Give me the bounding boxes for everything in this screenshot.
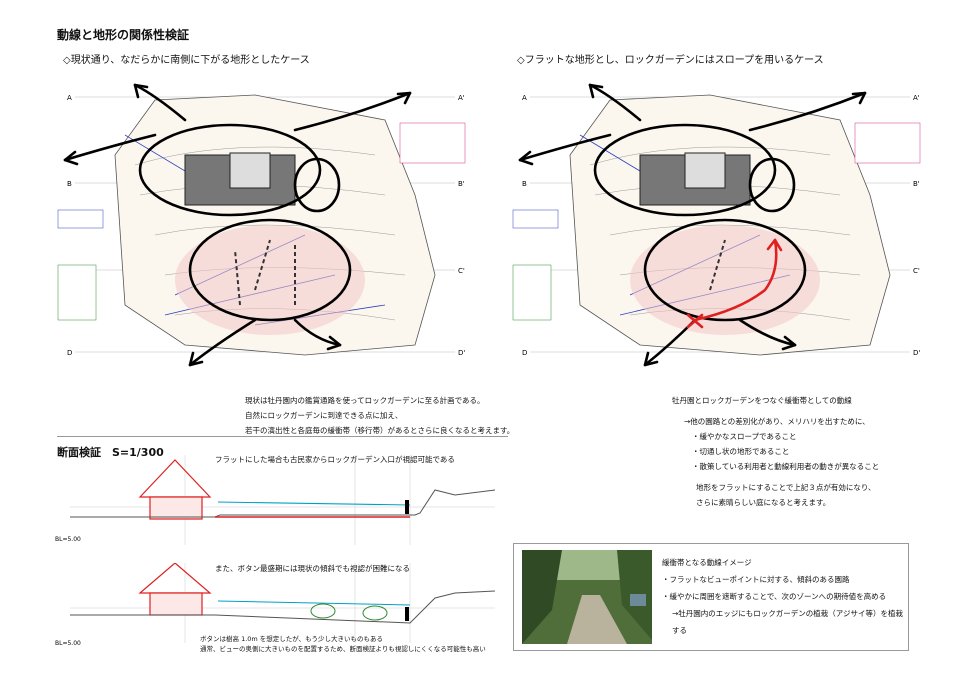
grid-label-d-prime: D' [913,349,920,357]
section-grid [70,455,495,545]
image-panel-text: 緩衝帯となる動線イメージ ・フラットなビューポイントに対する、傾斜のある園路 ・… [662,554,908,639]
dashed-routes [709,239,726,291]
circulation-loops [593,123,807,322]
legend-box-green [57,264,97,321]
dashed-routes [234,239,296,306]
right-note-line: ・散策している利用者と動線利用者の動きが異なること [692,462,880,471]
section-bottom-note-line: ボタンは樹高 1.0m を想定したが、もう少し大きいものもある [200,635,383,643]
circulation-arrows [63,83,412,367]
legend-box-left [512,209,559,229]
section-heading: 断面検証 S=1/300 [57,446,164,459]
right-note-line: →他の園路との差別化があり、メリハリを出すために、 [684,417,870,426]
image-panel-line: →牡丹園内のエッジにもロックガーデンの植栽（アジサイ等）を植栽する [672,609,903,635]
left-note-line: 自然にロックガーデンに到達できる点に加え、 [245,411,403,420]
house-body [149,592,203,616]
left-note: 現状は牡丹園内の鑑賞通路を使ってロックガーデンに至る計画である。 自然にロックガ… [245,393,514,438]
pink-zone [175,225,365,335]
section-divider [57,436,508,437]
person-figure [405,500,409,514]
section-bottom-note-line: 通常、ビューの奥側に大きいものを配置するため、断面検証よりも視認しにくくなる可能… [200,645,486,653]
image-panel: 緩衝帯となる動線イメージ ・フラットなビューポイントに対する、傾斜のある園路 ・… [513,543,909,651]
right-note-line: ・切通し状の地形であること [692,447,790,456]
legend-box-green [512,264,552,321]
right-case-heading: ◇フラットな地形とし、ロックガーデンにはスロープを用いるケース [517,55,824,66]
page-title: 動線と地形の関係性検証 [57,28,190,42]
grid-label-d: D [67,349,72,357]
sight-line [217,600,411,606]
grid-label-d-prime: D' [458,349,465,357]
garden-path-photo [522,550,652,644]
section-caption-2: また、ボタン最盛期には現状の傾斜でも視認が困難になる [215,564,410,573]
person-figure [405,607,409,621]
bl-label: BL=5.00 [55,536,81,543]
house-body [149,496,203,520]
building-roof [229,152,271,189]
legend-box-magenta [399,122,466,164]
circulation-loops [138,123,352,322]
grid-label-a-prime: A' [458,94,465,102]
grid-label-c-prime: C' [913,267,920,275]
ground-line [70,590,496,624]
pink-zone [630,225,820,335]
right-note: 牡丹園とロックガーデンをつなぐ緩衝帯としての動線 →他の園路との差別化があり、メ… [672,393,879,510]
image-panel-line: ・フラットなビューポイントに対する、傾斜のある園路 [662,575,850,584]
section-grid [70,563,495,643]
right-note-line: ・緩やかなスロープであること [692,432,797,441]
grid-label-b-prime: B' [913,180,920,188]
right-note-line: 地形をフラットにすることで上記３点が有効になり、 [696,483,876,492]
house-roof [138,459,212,498]
section-drawing-2: BL=5.00 [55,563,496,647]
grid-label-a: A [522,94,527,102]
section-drawing-1: BL=5.00 [55,455,496,545]
left-note-line: 若干の演出性と各庭毎の緩衝帯（移行帯）があるとさらに良くなると考えます。 [245,426,515,435]
section-caption-1: フラットにした場合も古民家からロックガーデン入口が視認可能である [215,455,455,464]
image-panel-title: 緩衝帯となる動線イメージ [662,558,752,567]
red-slope-route [686,238,783,329]
grid-label-a-prime: A' [913,94,920,102]
bl-label: BL=5.00 [55,640,81,647]
grid-label-b-prime: B' [458,180,465,188]
right-site-plan: A B C D A' B' C' D' [512,83,921,367]
grid-label-d: D [522,349,527,357]
building-roof [684,152,726,189]
left-site-plan: A B C D A' B' C' D' [57,83,466,367]
grid-label-b: B [522,180,527,188]
right-note-line: 牡丹園とロックガーデンをつなぐ緩衝帯としての動線 [672,396,852,405]
image-panel-line: ・緩やかに周囲を遮断することで、次のゾーンへの期待値を高める [662,592,887,601]
house-roof [138,563,212,594]
sight-line [217,501,411,506]
left-note-line: 現状は牡丹園内の鑑賞通路を使ってロックガーデンに至る計画である。 [245,396,485,405]
legend-box-magenta [854,122,921,164]
grid-label-a: A [67,94,72,102]
peony-shrubs [310,603,388,621]
legend-box-left [57,209,104,229]
left-case-heading: ◇現状通り、なだらかに南側に下がる地形としたケース [63,55,310,66]
grid-label-c-prime: C' [458,267,465,275]
right-note-line: さらに素晴らしい庭になると考えます。 [696,498,831,507]
grid-label-b: B [67,180,72,188]
section-bottom-note: ボタンは樹高 1.0m を想定したが、もう少し大きいものもある 通常、ビューの奥… [200,634,486,654]
